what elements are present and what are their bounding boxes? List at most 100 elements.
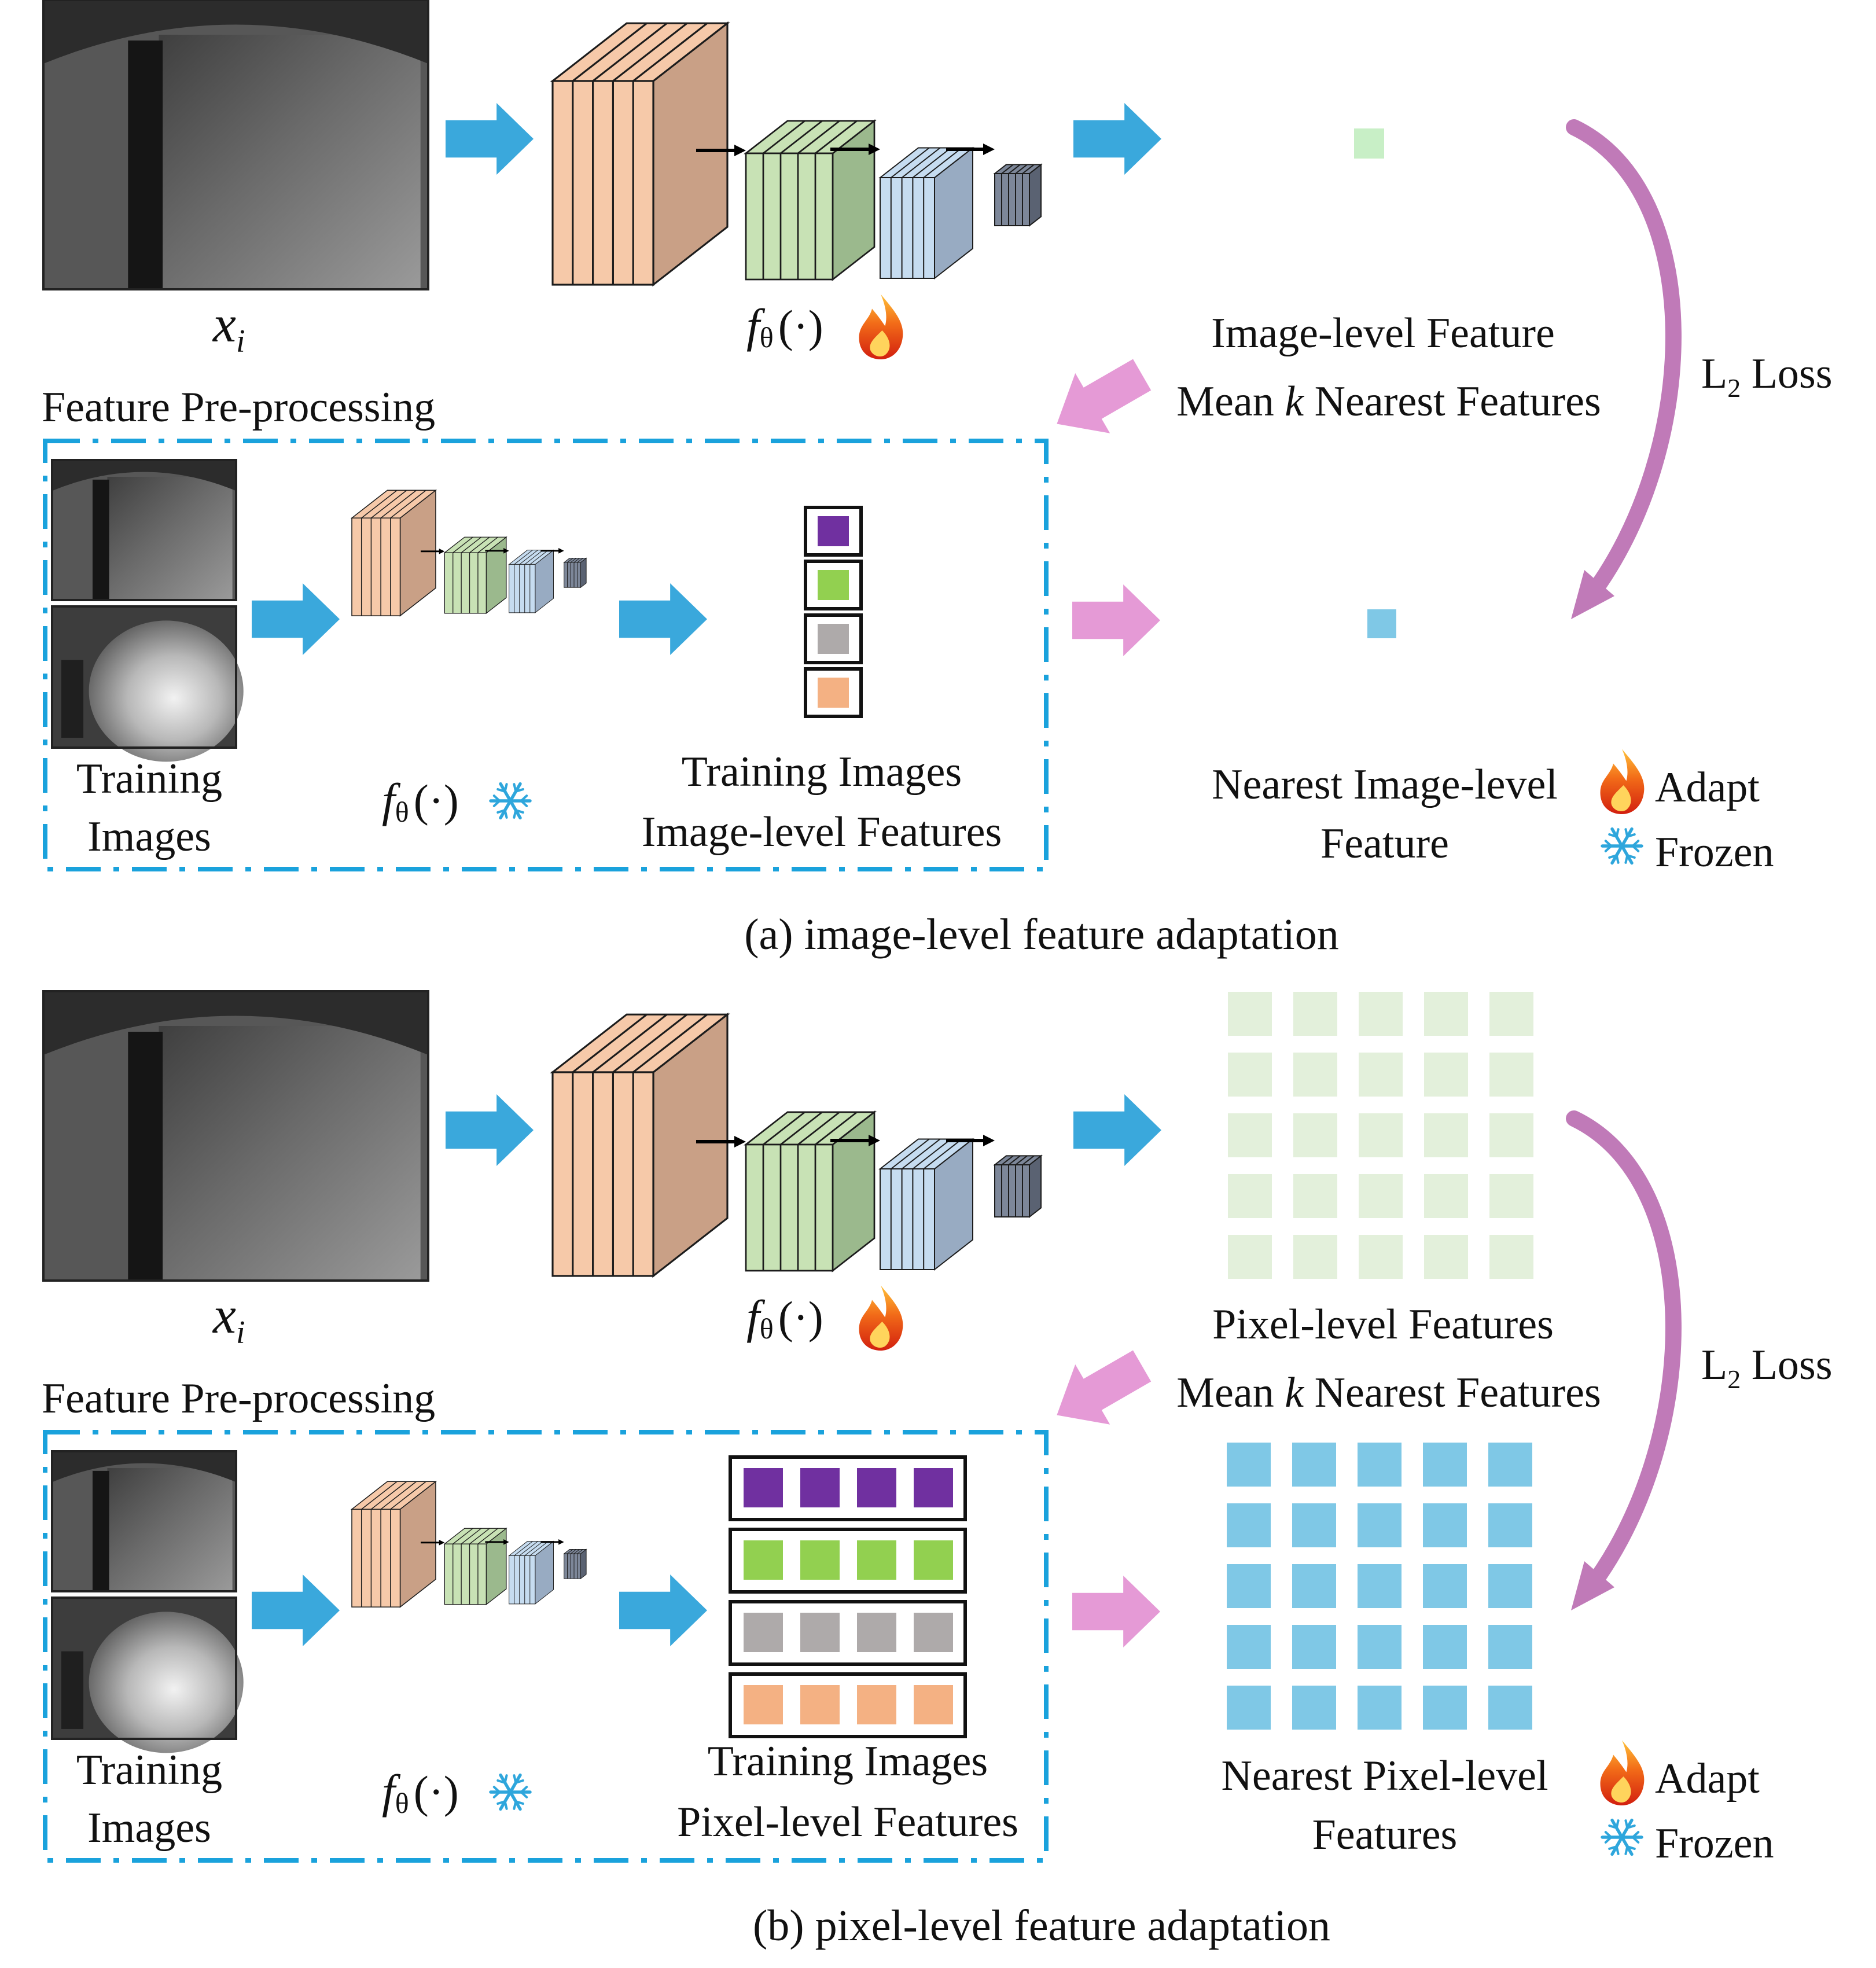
feature-cell (1424, 1174, 1468, 1218)
panel-b-encoder-adapt-layer-3-slice-top (912, 1138, 952, 1169)
nearest-cell (1227, 1503, 1271, 1547)
panel-b-arrow-to-preprocess (1057, 1350, 1152, 1425)
panel-b-encoder-adapt-arrow-2 (830, 1135, 880, 1146)
bank-feature (914, 1613, 953, 1652)
nearest-cell (1227, 1443, 1271, 1487)
nearest-cell (1358, 1443, 1402, 1487)
panel-b-encoder-frozen-layer-3 (508, 1540, 554, 1605)
panel-a-encoder-frozen-layer-1-slice-top (390, 490, 426, 518)
panel-b-frozen-encoder-label: fθ(·) (382, 1765, 532, 1819)
snowflake-icon-branch (1624, 1845, 1629, 1855)
panel-b-encoder-adapt-layer-4-side (1029, 1154, 1042, 1219)
panel-a-caption: (a) image-level feature adaptation (744, 910, 1339, 959)
bank-feature (857, 1685, 896, 1724)
nearest-cell (1227, 1686, 1271, 1730)
snowflake-icon-branch (1631, 1835, 1640, 1844)
panel-b-encoder-frozen-layer-1-slice-top (361, 1481, 398, 1510)
nearest-cell (1488, 1625, 1532, 1669)
panel-a-encoder-frozen-layer-2-slice-top (461, 536, 482, 553)
flame-icon-outer (1600, 749, 1645, 814)
feature-cell (1293, 1053, 1337, 1097)
snowflake-icon-branch (1608, 1824, 1618, 1829)
loss-subscript: 2 (1727, 1364, 1741, 1394)
panel-b-encoder-adapt-layer-3-front (880, 1168, 935, 1270)
panel-b-caption: (b) pixel-level feature adaptation (753, 1901, 1330, 1950)
feature-cell (1228, 1053, 1272, 1097)
panel-a-bank-label-1: Training Images (682, 748, 962, 796)
panel-b-encoder-adapt-arrow-1-head (734, 1136, 746, 1147)
feature-cell (1293, 992, 1337, 1036)
feature-cell (1489, 992, 1533, 1036)
panel-b-encoder-adapt-arrow-3 (946, 1135, 995, 1146)
panel-a-frozen-encoder-label: fθ(·) (382, 774, 532, 828)
snowflake-icon-branch (1608, 1845, 1618, 1851)
panel-b-encoder-adapt-layer-2-slice-top (797, 1111, 840, 1146)
panel-b-encoder-frozen-layer-1-slice-top (380, 1481, 417, 1510)
panel-a-arrow-input (446, 103, 534, 175)
panel-b-arrow-input (446, 1094, 534, 1166)
panel-b-encoder-label: fθ(·) (746, 1285, 903, 1351)
snowflake-icon-branch (513, 809, 517, 819)
panel-a-training-label-2: Images (87, 813, 211, 860)
panel-a-nearest-feature (1367, 609, 1396, 638)
bank-feature (800, 1468, 840, 1507)
panel-a-arrow-nearest (1072, 584, 1160, 656)
panel-a-encoder-frozen-layer-2-slice-top (453, 536, 473, 553)
panel-b-encoder-frozen-arrow-3 (540, 1539, 564, 1545)
panel-a-encoder-adapt-layer-1-slice-top (592, 22, 668, 82)
snowflake-icon-branch (514, 1800, 524, 1805)
panel-a-encoder-text: fθ(·) (746, 299, 823, 354)
panel-b-encoder-frozen-layer-4-slice-top (567, 1549, 573, 1554)
panel-a-training-image-2-glow (89, 620, 244, 762)
panel-a-preprocess-frame (43, 439, 1049, 871)
panel-b-encoder-adapt-layer-2-front (745, 1143, 834, 1272)
panel-b-encoder-adapt-layer-4-slice-top (1015, 1155, 1028, 1165)
panel-b-l2-loss-arrow (1566, 1110, 1682, 1610)
panel-a-frozen-encoder-text: fθ(·) (382, 774, 459, 828)
bank-feature (818, 678, 849, 708)
panel-b-encoder-adapt-layer-1 (550, 1012, 730, 1278)
bank-feature (800, 1540, 840, 1580)
panel-a-training-image-2 (51, 605, 244, 762)
nearest-cell (1358, 1686, 1402, 1730)
snowflake-icon-branch (496, 809, 506, 814)
nearest-cell (1423, 1625, 1467, 1669)
panel-b-encoder-frozen-layer-3-slice-top (519, 1541, 538, 1556)
snowflake-icon-branch (514, 809, 524, 814)
input-subscript: i (236, 323, 245, 359)
feature-cell (1359, 1113, 1403, 1157)
feature-cell (1228, 1113, 1272, 1157)
snowflake-icon-branch (492, 799, 501, 807)
panel-b-encoder-frozen-layer-2-front (444, 1543, 487, 1605)
panel-a-encoder-adapt-layer-2-slice-top (780, 120, 823, 155)
bank-feature (744, 1468, 783, 1507)
panel-b-preprocess-frame (43, 1430, 1049, 1863)
bank-feature (800, 1685, 840, 1724)
snowflake-icon-branch (1604, 840, 1613, 848)
panel-b-encoder-adapt-layer-3 (878, 1138, 974, 1271)
panel-b-training-label-2: Images (87, 1804, 211, 1852)
panel-a-encoder-adapt (550, 21, 1043, 287)
panel-b-training-image-2-slot (61, 1651, 84, 1729)
nearest-cell (1358, 1564, 1402, 1608)
panel-a-input-image-panel (159, 35, 421, 289)
panel-b-encoder-text: fθ(·) (746, 1290, 823, 1345)
bank-feature (744, 1613, 783, 1652)
panel-b-arrow-train (252, 1575, 340, 1646)
snowflake-icon-branch (514, 1779, 524, 1784)
encoder-argument: (·) (414, 775, 459, 826)
panel-b-encoder-frozen-layer-3-slice-top (524, 1541, 543, 1556)
snowflake-icon-branch (514, 788, 524, 793)
panel-b-pixel-features (1228, 992, 1533, 1279)
panel-b-encoder-adapt-layer-4-slice-top (1022, 1155, 1035, 1165)
panel-b-encoder-frozen-layer-4-slice-top (570, 1549, 577, 1554)
bank-feature (744, 1685, 783, 1724)
panel-b-encoder-frozen-layer-1-front (351, 1509, 401, 1607)
panel-a-training-image-1-slot (92, 479, 109, 600)
panel-b-preprocess-title: Feature Pre-processing (42, 1375, 435, 1422)
panel-b-feature-line-2: Mean k Nearest Features (1176, 1369, 1601, 1417)
snowflake-icon-branch (513, 783, 517, 793)
panel-a-encoder-adapt-layer-3-slice-top (901, 147, 941, 178)
panel-a-encoder-adapt-arrow-1-head (734, 145, 746, 156)
